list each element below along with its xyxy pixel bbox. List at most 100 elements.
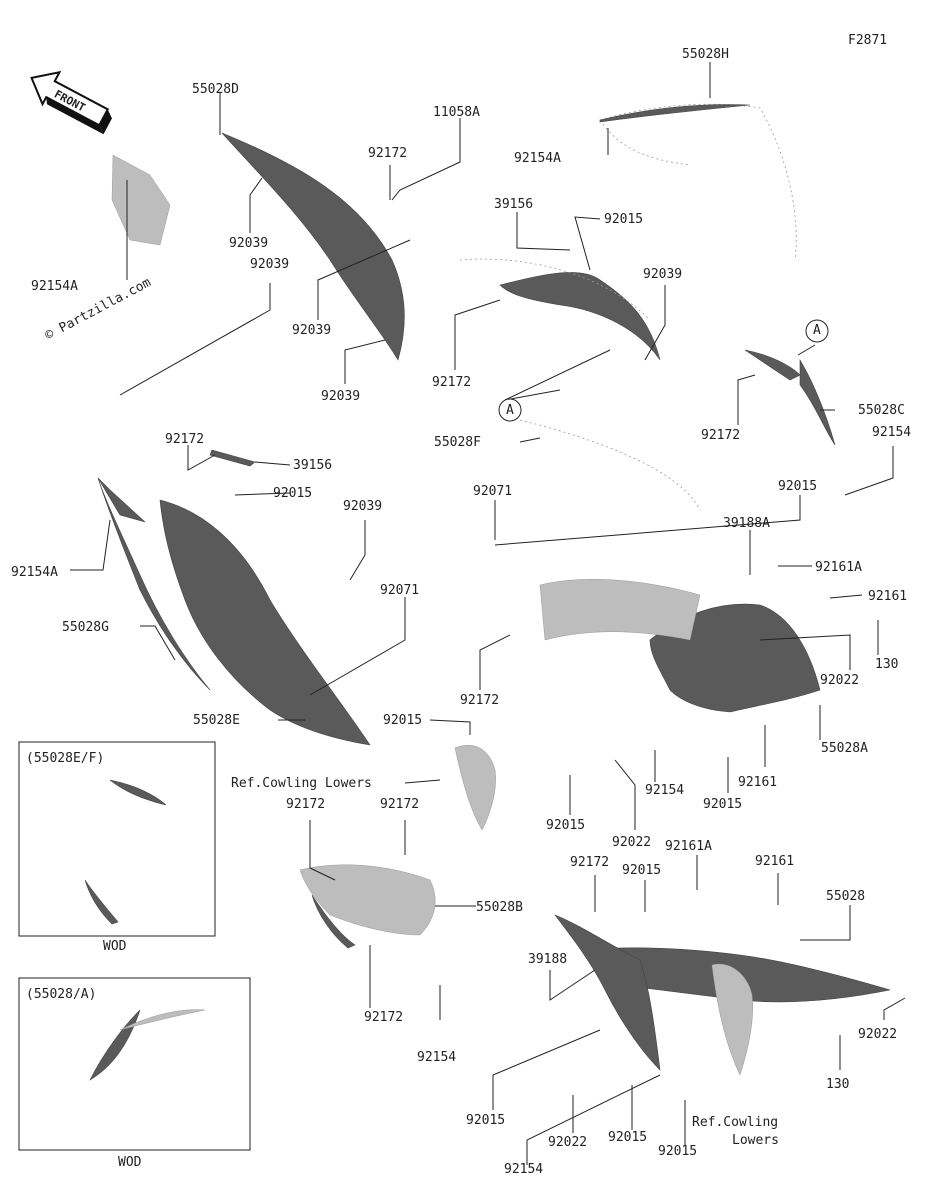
inset-55028EF-part-shape <box>109 779 167 806</box>
part-label-92161a-28: 92161A <box>815 560 862 575</box>
part-lower-mount-shape <box>539 579 701 641</box>
part-label-92022-58: 92022 <box>548 1135 587 1150</box>
inset-box-55028A <box>18 977 251 1151</box>
part-label-92154a-4: 92154A <box>514 151 561 166</box>
part-55028B-shape <box>299 864 436 936</box>
part-label-92154-19: 92154 <box>872 425 911 440</box>
part-55028B-edge-shape <box>311 894 356 949</box>
part-label-92172-14: 92172 <box>701 428 740 443</box>
part-label-55028f-18: 55028F <box>434 435 481 450</box>
part-label-92039-10: 92039 <box>643 267 682 282</box>
part-label-92015-24: 92015 <box>273 486 312 501</box>
part-label-55028-51: 55028 <box>826 889 865 904</box>
part-label-a-15: A <box>506 403 514 418</box>
part-label-92154a-26: 92154A <box>11 565 58 580</box>
part-label-92161-38: 92161 <box>738 775 777 790</box>
part-label-92161a-46: 92161A <box>665 839 712 854</box>
part-label-92172-44: 92172 <box>286 797 325 812</box>
inset-box-55028EF-caption: WOD <box>103 939 127 954</box>
part-55028A-shape <box>649 603 821 713</box>
part-label-55028h-0: 55028H <box>682 47 729 62</box>
part-label-39188a-27: 39188A <box>723 516 770 531</box>
diagram-code: F2871 <box>848 33 887 48</box>
part-label-92172-45: 92172 <box>380 797 419 812</box>
part-label-92039-7: 92039 <box>229 236 268 251</box>
part-55028-front-shape <box>554 914 661 1071</box>
inset-55028A-edge-shape <box>119 1009 206 1031</box>
ref-label-right-line2: Lowers <box>732 1133 779 1148</box>
part-label-ref-cowling-lowers-39: Ref.Cowling Lowers <box>231 776 372 791</box>
inset-box-55028A-caption: WOD <box>118 1155 142 1170</box>
part-label-39156-21: 39156 <box>293 458 332 473</box>
part-55028F-shape <box>459 258 701 511</box>
part-55028H-shape <box>599 103 797 261</box>
part-55028C-side-shape <box>744 349 801 381</box>
part-label-92015-60: 92015 <box>658 1144 697 1159</box>
part-55028H-edge-shape <box>599 104 751 123</box>
part-label-55028e-36: 55028E <box>193 713 240 728</box>
part-39156-strip-shape <box>209 449 256 467</box>
part-label-92015-37: 92015 <box>383 713 422 728</box>
inset-box-55028EF-title: (55028E/F) <box>26 751 104 766</box>
part-55028G-shape <box>97 477 211 691</box>
part-label-92015-57: 92015 <box>466 1113 505 1128</box>
part-label-130-55: 130 <box>826 1077 849 1092</box>
part-label-92015-48: 92015 <box>622 863 661 878</box>
part-label-92015-40: 92015 <box>546 818 585 833</box>
part-ref-cowling-lower-right-shape <box>711 963 753 1076</box>
part-label-92039-8: 92039 <box>250 257 289 272</box>
part-label-92172-20: 92172 <box>165 432 204 447</box>
part-label-130-32: 130 <box>875 657 898 672</box>
part-center-cowl-shape <box>499 272 661 361</box>
part-label-92015-22: 92015 <box>778 479 817 494</box>
part-label-92039-11: 92039 <box>292 323 331 338</box>
inset-55028A-part-shape <box>89 1009 141 1081</box>
part-label-55028a-35: 55028A <box>821 741 868 756</box>
inset-box-55028EF <box>18 741 216 937</box>
part-label-92022-42: 92022 <box>612 835 651 850</box>
part-label-39156-5: 39156 <box>494 197 533 212</box>
part-label-92071-23: 92071 <box>473 484 512 499</box>
part-label-92172-47: 92172 <box>570 855 609 870</box>
part-label-92015-59: 92015 <box>608 1130 647 1145</box>
part-label-92154a-9: 92154A <box>31 279 78 294</box>
part-label-92172-33: 92172 <box>460 693 499 708</box>
callout-circle-a-left <box>498 398 522 422</box>
inset-55028EF-lower-shape <box>84 879 119 925</box>
part-label-92161-49: 92161 <box>755 854 794 869</box>
front-arrow-icon: FRONT <box>30 70 112 135</box>
part-label-11058a-2: 11058A <box>433 105 480 120</box>
part-label-92161-30: 92161 <box>868 589 907 604</box>
part-label-92172-53: 92172 <box>364 1010 403 1025</box>
part-label-55028b-50: 55028B <box>476 900 523 915</box>
part-label-92039-25: 92039 <box>343 499 382 514</box>
part-55028E-shape <box>159 499 371 746</box>
part-55028G-tip-shape <box>97 477 146 523</box>
part-label-92172-3: 92172 <box>368 146 407 161</box>
part-label-92015-6: 92015 <box>604 212 643 227</box>
part-label-92022-34: 92022 <box>820 673 859 688</box>
part-ref-cowling-lower-middle-shape <box>454 745 496 831</box>
part-92154A-bracket-shape <box>111 154 171 246</box>
part-label-92071-29: 92071 <box>380 583 419 598</box>
part-label-92172-13: 92172 <box>432 375 471 390</box>
leader-lines <box>70 62 906 1165</box>
part-label-92039-12: 92039 <box>321 389 360 404</box>
ref-label-right-line1: Ref.Cowling <box>692 1115 778 1130</box>
part-label-55028c-16: 55028C <box>858 403 905 418</box>
part-label-92154-54: 92154 <box>417 1050 456 1065</box>
inset-box-55028A-title: (55028/A) <box>26 987 96 1002</box>
part-label-55028g-31: 55028G <box>62 620 109 635</box>
part-55028C-shape <box>799 358 836 446</box>
part-label-92154-41: 92154 <box>645 783 684 798</box>
callout-circle-a-right <box>805 319 829 343</box>
part-label-92154-61: 92154 <box>504 1162 543 1177</box>
part-label-92022-56: 92022 <box>858 1027 897 1042</box>
part-55028D-shape <box>221 132 405 361</box>
part-label-39188-52: 39188 <box>528 952 567 967</box>
part-label-a-17: A <box>813 323 821 338</box>
part-label-55028d-1: 55028D <box>192 82 239 97</box>
